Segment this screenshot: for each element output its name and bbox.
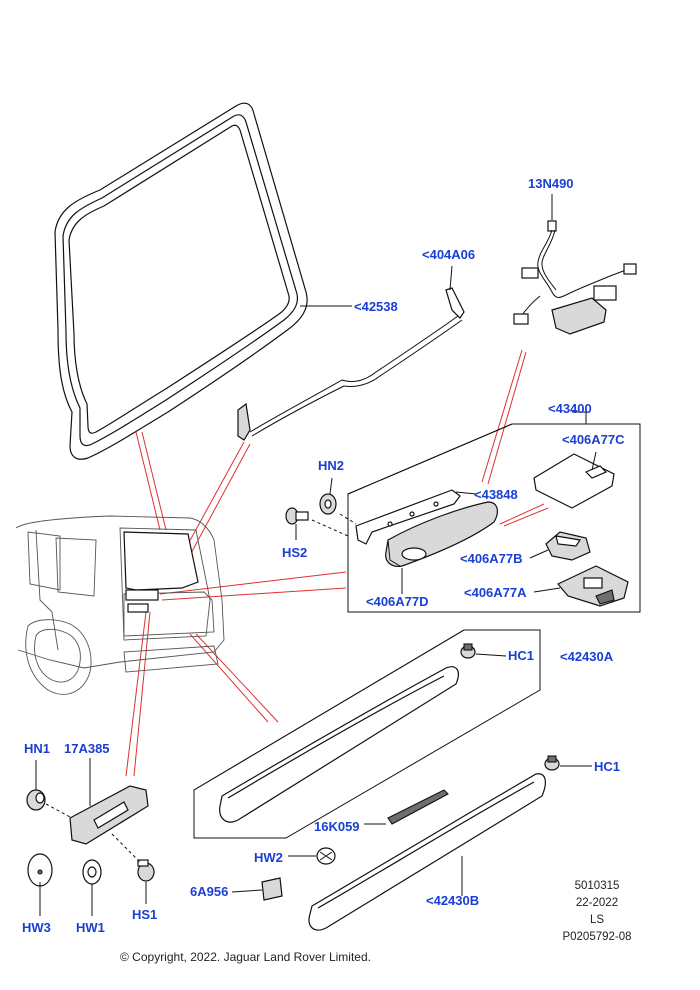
nut-HN1 — [26, 789, 46, 811]
link-lines — [125, 349, 549, 777]
callout-42430A[interactable]: <42430A — [560, 649, 614, 664]
callout-43848[interactable]: <43848 — [474, 487, 518, 502]
callout-6A956[interactable]: 6A956 — [190, 884, 229, 899]
screw-HS2 — [285, 507, 309, 525]
handle-406A77D — [385, 501, 498, 567]
finisher-42430B — [308, 773, 546, 931]
copyright-notice: © Copyright, 2022. Jaguar Land Rover Lim… — [120, 950, 371, 964]
callout-HW3[interactable]: HW3 — [22, 920, 51, 935]
callout-43400[interactable]: <43400 — [548, 401, 592, 416]
callout-42538[interactable]: <42538 — [354, 299, 398, 314]
reference-block: 5010315 22-2022 LS P0205792-08 — [542, 878, 652, 946]
cover-406A77C — [533, 453, 615, 509]
assembly-box-43400 — [347, 411, 641, 613]
release-cable — [237, 287, 465, 441]
callout-404A06[interactable]: <404A06 — [422, 247, 476, 262]
bracket-43848 — [355, 489, 461, 545]
callout-42430B[interactable]: <42430B — [426, 893, 480, 908]
callout-13N490[interactable]: 13N490 — [528, 176, 574, 191]
washer-HW2 — [316, 847, 336, 865]
callout-16K059[interactable]: 16K059 — [314, 819, 360, 834]
callout-HC1-b[interactable]: HC1 — [594, 759, 621, 774]
callout-HS1[interactable]: HS1 — [132, 907, 158, 922]
reference-line-4: P0205792-08 — [562, 931, 632, 943]
reference-line-2: 22-2022 — [575, 897, 619, 909]
callout-406A77C[interactable]: <406A77C — [562, 432, 625, 447]
nut-HN2 — [319, 493, 337, 515]
bracket-406A77B — [545, 531, 591, 561]
reference-line-3: LS — [589, 914, 605, 926]
callout-406A77A[interactable]: <406A77A — [464, 585, 527, 600]
callout-HS2[interactable]: HS2 — [282, 545, 308, 560]
finisher-42430A — [219, 666, 459, 823]
switch-406A77A — [557, 565, 629, 607]
callout-HN1[interactable]: HN1 — [24, 741, 51, 756]
bracket-17A385 — [69, 785, 149, 845]
reference-line-1: 5010315 — [574, 880, 620, 892]
wiring-harness — [513, 220, 637, 335]
callout-406A77D[interactable]: <406A77D — [366, 594, 429, 609]
callout-HC1-a[interactable]: HC1 — [508, 648, 535, 663]
pad-6A956 — [261, 877, 283, 901]
washer-HW3 — [27, 853, 53, 887]
vehicle-outline — [15, 515, 225, 695]
callout-406A77B[interactable]: <406A77B — [460, 551, 523, 566]
strip-16K059 — [387, 789, 449, 825]
tailgate-seal — [54, 102, 308, 460]
callout-HW2[interactable]: HW2 — [254, 850, 283, 865]
callout-17A385[interactable]: 17A385 — [64, 741, 110, 756]
callout-HW1[interactable]: HW1 — [76, 920, 105, 935]
screw-HS1 — [137, 859, 155, 882]
clip-HC1-b — [544, 755, 560, 771]
callout-HN2[interactable]: HN2 — [318, 458, 345, 473]
washer-HW1 — [82, 859, 102, 885]
assembly-box-42430A — [193, 629, 541, 839]
clip-HC1-a — [460, 643, 476, 659]
